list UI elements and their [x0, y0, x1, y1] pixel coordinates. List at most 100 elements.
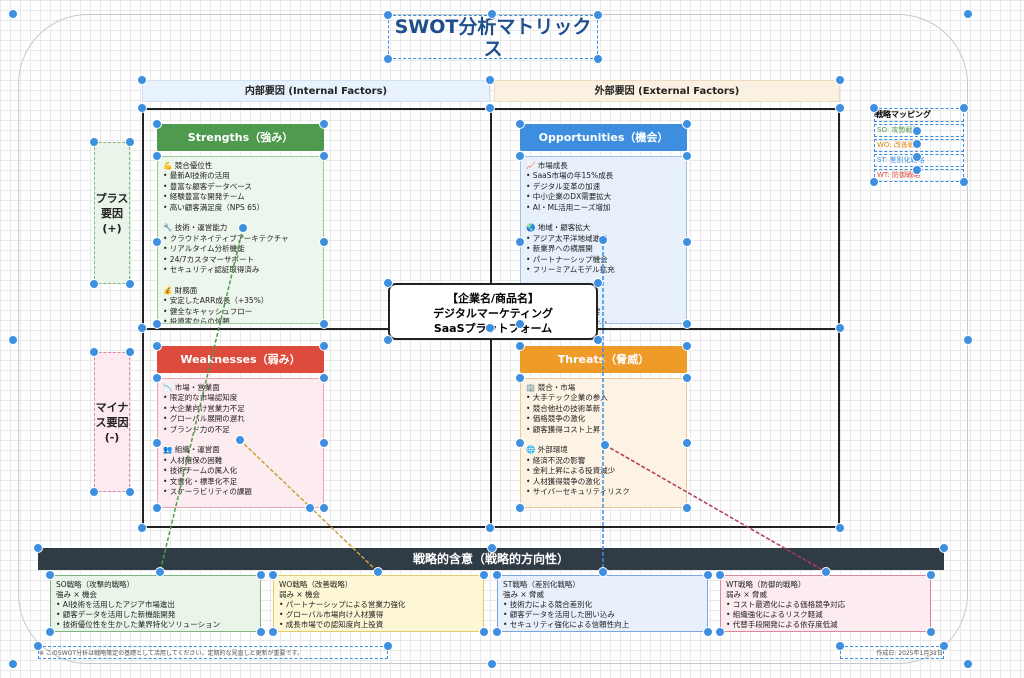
selection-handle[interactable]: [319, 119, 329, 129]
selection-handle[interactable]: [869, 177, 879, 187]
selection-handle[interactable]: [256, 627, 266, 637]
strategic-implications-bar[interactable]: 戦略的含意（戦略的方向性）: [38, 548, 944, 570]
selection-handle[interactable]: [152, 237, 162, 247]
selection-handle[interactable]: [45, 627, 55, 637]
selection-handle[interactable]: [8, 335, 18, 345]
selection-handle[interactable]: [682, 151, 692, 161]
selection-handle[interactable]: [593, 10, 603, 20]
selection-handle[interactable]: [33, 543, 43, 553]
selection-handle[interactable]: [598, 235, 608, 245]
selection-handle[interactable]: [383, 54, 393, 64]
selection-handle[interactable]: [235, 435, 245, 445]
selection-handle[interactable]: [487, 543, 497, 553]
selection-handle[interactable]: [373, 567, 383, 577]
selection-handle[interactable]: [835, 523, 845, 533]
wt-strategy-box[interactable]: WT戦略（防御的戦略） 弱み × 脅威 • コスト最適化による価格競争対応 • …: [720, 575, 931, 632]
selection-handle[interactable]: [125, 279, 135, 289]
external-factors-header[interactable]: 外部要因 (External Factors): [494, 80, 840, 102]
selection-handle[interactable]: [963, 9, 973, 19]
selection-handle[interactable]: [963, 335, 973, 345]
selection-handle[interactable]: [125, 137, 135, 147]
selection-handle[interactable]: [319, 237, 329, 247]
selection-handle[interactable]: [89, 137, 99, 147]
selection-handle[interactable]: [319, 151, 329, 161]
selection-handle[interactable]: [152, 119, 162, 129]
selection-handle[interactable]: [959, 177, 969, 187]
selection-handle[interactable]: [963, 659, 973, 669]
selection-handle[interactable]: [152, 151, 162, 161]
so-strategy-box[interactable]: SO戦略（攻撃的戦略） 強み × 機会 • AI技術を活用したアジア市場進出 •…: [50, 575, 261, 632]
selection-handle[interactable]: [515, 151, 525, 161]
selection-handle[interactable]: [515, 438, 525, 448]
selection-handle[interactable]: [515, 119, 525, 129]
selection-handle[interactable]: [593, 278, 603, 288]
selection-handle[interactable]: [835, 323, 845, 333]
selection-handle[interactable]: [912, 165, 922, 175]
selection-handle[interactable]: [682, 341, 692, 351]
selection-handle[interactable]: [835, 75, 845, 85]
selection-handle[interactable]: [485, 75, 495, 85]
selection-handle[interactable]: [926, 570, 936, 580]
selection-handle[interactable]: [598, 567, 608, 577]
selection-handle[interactable]: [682, 438, 692, 448]
selection-handle[interactable]: [515, 341, 525, 351]
selection-handle[interactable]: [485, 323, 495, 333]
legend-item-so[interactable]: SO: 攻勢戦略: [874, 124, 964, 137]
selection-handle[interactable]: [682, 119, 692, 129]
selection-handle[interactable]: [137, 323, 147, 333]
plus-factors-label[interactable]: プラス要因(+): [94, 142, 130, 284]
selection-handle[interactable]: [835, 103, 845, 113]
selection-handle[interactable]: [137, 75, 147, 85]
selection-handle[interactable]: [715, 570, 725, 580]
selection-handle[interactable]: [485, 103, 495, 113]
selection-handle[interactable]: [515, 503, 525, 513]
selection-handle[interactable]: [912, 152, 922, 162]
selection-handle[interactable]: [45, 570, 55, 580]
selection-handle[interactable]: [238, 223, 248, 233]
page-title[interactable]: SWOT分析マトリックス: [388, 15, 598, 60]
opportunities-title[interactable]: Opportunities（機会）: [520, 124, 687, 151]
st-strategy-box[interactable]: ST戦略（差別化戦略） 強み × 脅威 • 技術力による競合差別化 • 顧客デー…: [497, 575, 708, 632]
selection-handle[interactable]: [319, 438, 329, 448]
selection-handle[interactable]: [152, 438, 162, 448]
selection-handle[interactable]: [256, 570, 266, 580]
selection-handle[interactable]: [939, 641, 949, 651]
selection-handle[interactable]: [593, 335, 603, 345]
selection-handle[interactable]: [492, 570, 502, 580]
strengths-title[interactable]: Strengths（強み）: [157, 124, 324, 151]
selection-handle[interactable]: [152, 341, 162, 351]
selection-handle[interactable]: [155, 567, 165, 577]
selection-handle[interactable]: [492, 627, 502, 637]
selection-handle[interactable]: [383, 335, 393, 345]
selection-handle[interactable]: [821, 567, 831, 577]
selection-handle[interactable]: [926, 627, 936, 637]
selection-handle[interactable]: [33, 641, 43, 651]
selection-handle[interactable]: [487, 659, 497, 669]
selection-handle[interactable]: [319, 341, 329, 351]
selection-handle[interactable]: [600, 440, 610, 450]
selection-handle[interactable]: [682, 503, 692, 513]
selection-handle[interactable]: [305, 503, 315, 513]
selection-handle[interactable]: [137, 103, 147, 113]
selection-handle[interactable]: [515, 373, 525, 383]
wo-strategy-box[interactable]: WO戦略（改善戦略） 弱み × 機会 • パートナーシップによる営業力強化 • …: [273, 575, 484, 632]
selection-handle[interactable]: [319, 503, 329, 513]
selection-handle[interactable]: [939, 543, 949, 553]
selection-handle[interactable]: [125, 347, 135, 357]
selection-handle[interactable]: [912, 126, 922, 136]
selection-handle[interactable]: [383, 641, 393, 651]
selection-handle[interactable]: [89, 347, 99, 357]
selection-handle[interactable]: [485, 523, 495, 533]
selection-handle[interactable]: [152, 319, 162, 329]
footnote[interactable]: ※ このSWOT分析は戦略策定の基礎として活用してください。定期的な見直しと更新…: [38, 646, 388, 659]
selection-handle[interactable]: [268, 627, 278, 637]
selection-handle[interactable]: [682, 237, 692, 247]
created-date[interactable]: 作成日: 2025年1月31日: [840, 646, 944, 659]
selection-handle[interactable]: [319, 373, 329, 383]
selection-handle[interactable]: [137, 523, 147, 533]
selection-handle[interactable]: [515, 237, 525, 247]
selection-handle[interactable]: [715, 627, 725, 637]
selection-handle[interactable]: [152, 503, 162, 513]
internal-factors-header[interactable]: 内部要因 (Internal Factors): [142, 80, 490, 102]
strategy-legend[interactable]: 戦略マッピング SO: 攻勢戦略 WO: 改善戦略 ST: 差別化戦略 WT: …: [874, 108, 964, 182]
